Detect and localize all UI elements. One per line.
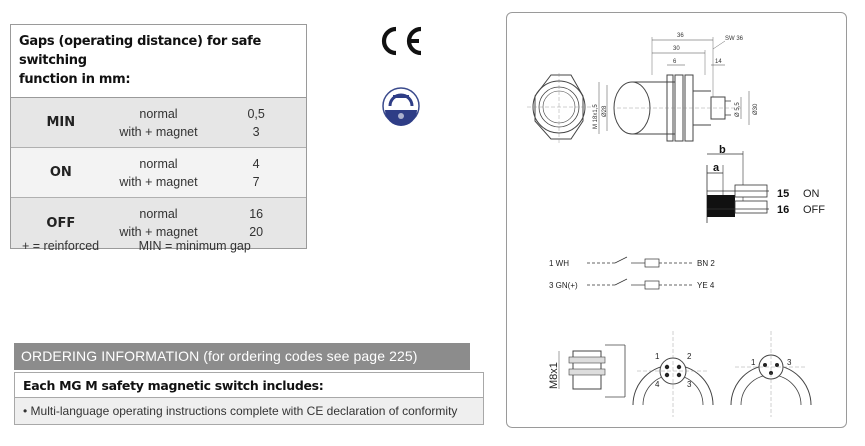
technical-drawing-panel: 36 30 6 14 SW 36 M 18x1,5 Ø28 Ø 5,5 Ø30 …: [506, 12, 847, 428]
legend-min-gap: MIN = minimum gap: [138, 239, 251, 253]
technical-drawing: 36 30 6 14 SW 36 M 18x1,5 Ø28 Ø 5,5 Ø30 …: [527, 33, 825, 417]
row-modes: normal with + magnet: [111, 155, 207, 191]
m8-label: M8x1: [548, 362, 560, 389]
row-modes: normal with + magnet: [111, 205, 207, 241]
mode-normal: normal: [139, 106, 178, 121]
row-label: OFF: [46, 215, 76, 231]
pin-1-label: 1: [655, 352, 660, 361]
connector-front-view-male: [632, 331, 714, 417]
row-values: 16 20: [206, 205, 306, 241]
value-normal: 16: [249, 207, 264, 221]
gaps-title-line1: Gaps (operating distance) for safe switc…: [19, 34, 261, 68]
dim-6: 6: [673, 59, 677, 65]
value-magnet: 20: [249, 225, 264, 239]
gaps-table: Gaps (operating distance) for safe switc…: [10, 24, 307, 249]
mode-normal: normal: [139, 156, 178, 171]
value-magnet: 3: [252, 124, 260, 139]
dim-sw36: SW 36: [725, 36, 744, 42]
certification-seal-icon: [382, 87, 420, 126]
dimension-lines: [598, 37, 750, 134]
row-label: ON: [49, 165, 72, 180]
pin-r1-label: 1: [751, 358, 756, 367]
off-label: OFF: [803, 204, 825, 216]
wire-3-label: 3 GN(+): [549, 281, 578, 290]
wire-ye-label: YE 4: [697, 281, 715, 290]
mode-normal: normal: [139, 207, 178, 221]
gap-a-label: a: [713, 162, 720, 174]
gaps-title-line2: function in mm:: [19, 72, 131, 87]
mode-magnet: with + magnet: [119, 174, 198, 189]
connector-side-view: [558, 344, 626, 398]
on-label: ON: [803, 188, 820, 200]
mode-magnet: with + magnet: [119, 124, 198, 139]
gaps-row-off: OFF normal with + magnet 16 20: [11, 198, 306, 248]
ordering-info-subtitle: Each MG M safety magnetic switch include…: [15, 373, 483, 398]
dim-30: 30: [673, 46, 680, 52]
dim-14: 14: [715, 59, 722, 65]
pin-2-label: 2: [687, 352, 692, 361]
row-values: 0,5 3: [206, 105, 306, 141]
pin-3-label: 3: [687, 380, 692, 389]
sensor-side-view: [613, 74, 742, 142]
dim-m18: M 18x1,5: [593, 104, 599, 129]
dim-d55: Ø 5,5: [735, 102, 741, 117]
gaps-legend: + = reinforced MIN = minimum gap: [22, 239, 287, 253]
switching-gap-diagram: [706, 151, 769, 223]
dim-d30: Ø30: [753, 103, 759, 115]
row-modes: normal with + magnet: [111, 105, 207, 141]
dim-36: 36: [677, 33, 684, 39]
ce-mark-icon: [381, 26, 422, 56]
value-normal: 4: [252, 156, 260, 171]
row-values: 4 7: [206, 155, 306, 191]
gap-b-label: b: [719, 144, 726, 156]
off-number: 16: [777, 204, 789, 216]
ordering-info-item: • Multi-language operating instructions …: [15, 398, 483, 424]
value-magnet: 7: [252, 174, 260, 189]
sensor-front-view: [527, 73, 591, 143]
gaps-table-header: Gaps (operating distance) for safe switc…: [11, 25, 306, 98]
legend-reinforced: + = reinforced: [22, 239, 100, 253]
ordering-info-title: ORDERING INFORMATION (for ordering codes…: [14, 343, 470, 370]
on-number: 15: [777, 188, 789, 200]
row-label: MIN: [46, 115, 76, 130]
value-normal: 0,5: [247, 106, 265, 121]
gaps-row-min: MIN normal with + magnet 0,5 3: [11, 98, 306, 148]
ordering-info-box: Each MG M safety magnetic switch include…: [14, 372, 484, 425]
wire-1-label: 1 WH: [549, 259, 569, 268]
wiring-diagram: [587, 256, 693, 290]
pin-r3-label: 3: [787, 358, 792, 367]
dim-d28: Ø28: [602, 105, 608, 117]
connector-front-view-female: [730, 331, 812, 417]
mode-magnet: with + magnet: [119, 225, 198, 239]
wire-bn-label: BN 2: [697, 259, 715, 268]
pin-4-label: 4: [655, 380, 660, 389]
gaps-row-on: ON normal with + magnet 4 7: [11, 148, 306, 198]
